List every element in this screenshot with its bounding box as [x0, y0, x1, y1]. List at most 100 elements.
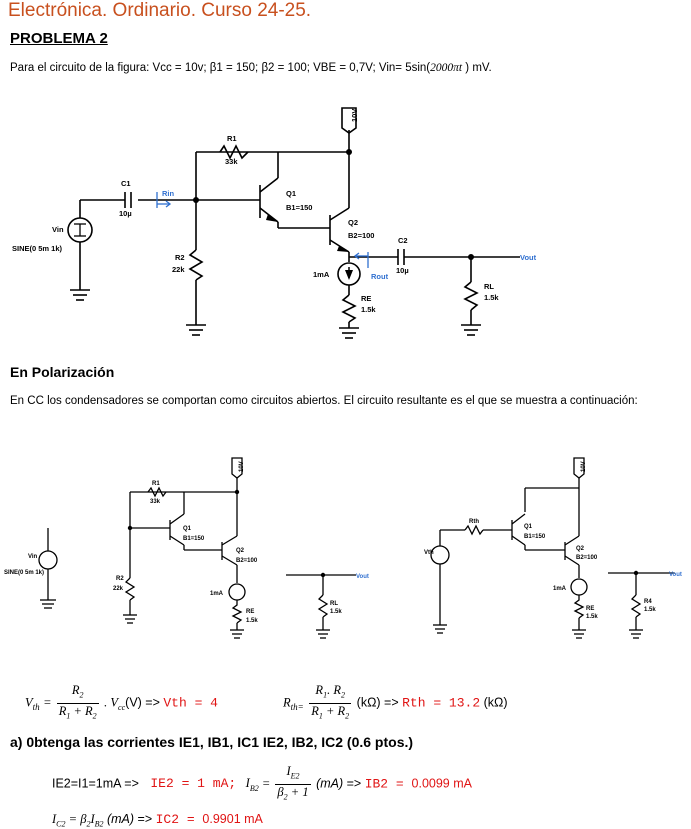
vcc-label: 10V [350, 109, 359, 122]
ib2-num: I [286, 764, 291, 778]
c2-name: C2 [398, 236, 408, 245]
vth-fraction: R2 R1 + R2 [56, 683, 99, 723]
ic2-subscript: C2 [56, 819, 66, 829]
r2-name: R2 [175, 253, 185, 262]
vth-num-r: R [71, 683, 80, 697]
main-circuit-schematic: 10V R1 33k C1 10µ Rin Vin SINE(0 5m 1k) … [12, 107, 537, 339]
rin-label: Rin [162, 189, 175, 198]
c2-vcc-label: 10V [239, 461, 245, 472]
re-name: RE [361, 294, 371, 303]
statement-prefix: Para el circuito de la figura: Vcc = 10v… [10, 62, 431, 74]
statement-suffix: ) mV. [462, 62, 492, 74]
r1-value: 33k [225, 157, 238, 166]
ib2-unit: (mA) [316, 776, 344, 791]
c3-q2-label: Q2 [576, 546, 585, 552]
c3-vth-label: Vth [424, 550, 434, 556]
document-title: Electrónica. Ordinario. Curso 24-25. [8, 0, 312, 21]
ib2-result: IB2 = [364, 776, 412, 792]
c3-isrc-label: 1mA [553, 586, 567, 592]
c3-vout-label: Vout [669, 572, 682, 578]
b2-label: B2=100 [348, 231, 374, 240]
ib2-symbol: I [245, 776, 250, 791]
problem-heading: PROBLEMA 2 [10, 30, 108, 47]
c2-b2-label: B2=100 [236, 558, 258, 564]
c2-isrc-label: 1mA [210, 591, 224, 597]
ic2-ib: I [90, 812, 95, 826]
rth-result: Rth = 13.2 [402, 695, 481, 711]
c2-re-name: RE [246, 609, 254, 615]
rth-num-r1: R [315, 683, 324, 697]
c3-re-name: RE [586, 606, 594, 612]
c3-rth-label: Rth [469, 519, 479, 525]
c3-b1-label: B1=150 [524, 534, 546, 540]
ib2-arrow: => [343, 776, 365, 791]
ic2-arrow: => [134, 812, 156, 826]
c2-r1-value: 33k [150, 499, 161, 505]
c3-re-value: 1.5k [586, 614, 598, 620]
vin-label: Vin [52, 225, 64, 234]
c2-r1-name: R1 [152, 481, 160, 487]
re-value: 1.5k [361, 305, 376, 314]
ic2-unit: (mA) [106, 812, 135, 826]
vth-den-plus: + R [70, 703, 93, 718]
polarization-text: En CC los condensadores se comportan com… [10, 395, 638, 407]
c2-vin-label: Vin [28, 554, 38, 560]
ib2-fraction: IE2 β2 + 1 [275, 764, 311, 804]
ib2-den-sub: 2 [283, 792, 288, 801]
ib2-subscript: B2 [249, 783, 259, 793]
r1-name: R1 [227, 134, 237, 143]
rth-den-plus: + R [322, 703, 346, 718]
vth-formula: Vth = R2 R1 + R2 . Vcc(V) => Vth = 4 [25, 683, 218, 723]
question-a-heading: a) 0btenga las corrientes IE1, IB1, IC1 … [10, 734, 414, 750]
statement-argument: 2000πt [430, 62, 463, 74]
ie2-result: IE2 = 1 mA; [150, 776, 237, 792]
polarization-heading: En Polarización [10, 364, 115, 380]
rth-formula: Rth= R1. R2 R1 + R2 (kΩ) => Rth = 13.2 (… [283, 683, 508, 723]
vth-den-sub2: 2 [92, 711, 97, 720]
rth-den-sub1: 1 [318, 711, 323, 720]
ib2-den: β [277, 784, 284, 799]
c2-vout-label: Vout [356, 574, 369, 580]
b1-label: B1=150 [286, 203, 312, 212]
c2-r2-name: R2 [116, 576, 124, 582]
rth-symbol: R [283, 695, 291, 710]
c2-q2-label: Q2 [236, 548, 245, 554]
ic2-ib-sub: B2 [94, 819, 104, 829]
ic2-line: IC2 = β2IB2 (mA) => IC2 = 0.9901 mA [52, 812, 263, 829]
rth-unit: (kΩ) => [356, 695, 403, 710]
ie2-text: IE2=I1=1mA => [52, 776, 139, 791]
source-label: SINE(0 5m 1k) [12, 244, 63, 253]
ic2-beta: β [80, 812, 87, 826]
r2-value: 22k [172, 265, 185, 274]
vth-vcc: . V [104, 695, 119, 710]
q1-label: Q1 [286, 189, 296, 198]
rth-unit-2: (kΩ) [480, 695, 508, 710]
ic2-result: IC2 = [155, 812, 203, 827]
vth-vcc-sub: cc [118, 702, 126, 712]
c3-vcc-label: 10V [581, 461, 587, 472]
vth-num-sub: 2 [79, 690, 84, 700]
vth-subscript: th [32, 701, 40, 712]
rth-num-sub1: 1 [323, 690, 328, 700]
ie2-ib2-line: IE2=I1=1mA => IE2 = 1 mA; IB2 = IE2 β2 +… [52, 764, 472, 804]
dc-circuit-schematics: 10V R1 33k Q1 B1=150 Q2 B2=100 R2 22k 1m… [4, 457, 682, 639]
ib2-den-tail: + 1 [287, 784, 309, 799]
rth-num-mid: . R [327, 683, 341, 697]
c3-b2-label: B2=100 [576, 555, 598, 561]
vout-label: Vout [520, 253, 537, 262]
c2-re-value: 1.5k [246, 618, 258, 624]
ic2-value: 0.9901 mA [202, 812, 263, 826]
c2-r2-value: 22k [113, 586, 124, 592]
c2-source-label: SINE(0 5m 1k) [4, 570, 44, 576]
rout-label: Rout [371, 272, 389, 281]
c1-name: C1 [121, 179, 131, 188]
c1-value: 10µ [119, 209, 132, 218]
rth-fraction: R1. R2 R1 + R2 [309, 683, 352, 723]
q2-label: Q2 [348, 218, 358, 227]
c2-q1-label: Q1 [183, 526, 192, 532]
ic2-symbol: I [52, 812, 57, 826]
c3-q1-label: Q1 [524, 524, 533, 530]
vth-den-r1: R [58, 703, 67, 718]
vth-unit: (V) => [125, 695, 164, 710]
rth-subscript: th= [290, 701, 304, 712]
